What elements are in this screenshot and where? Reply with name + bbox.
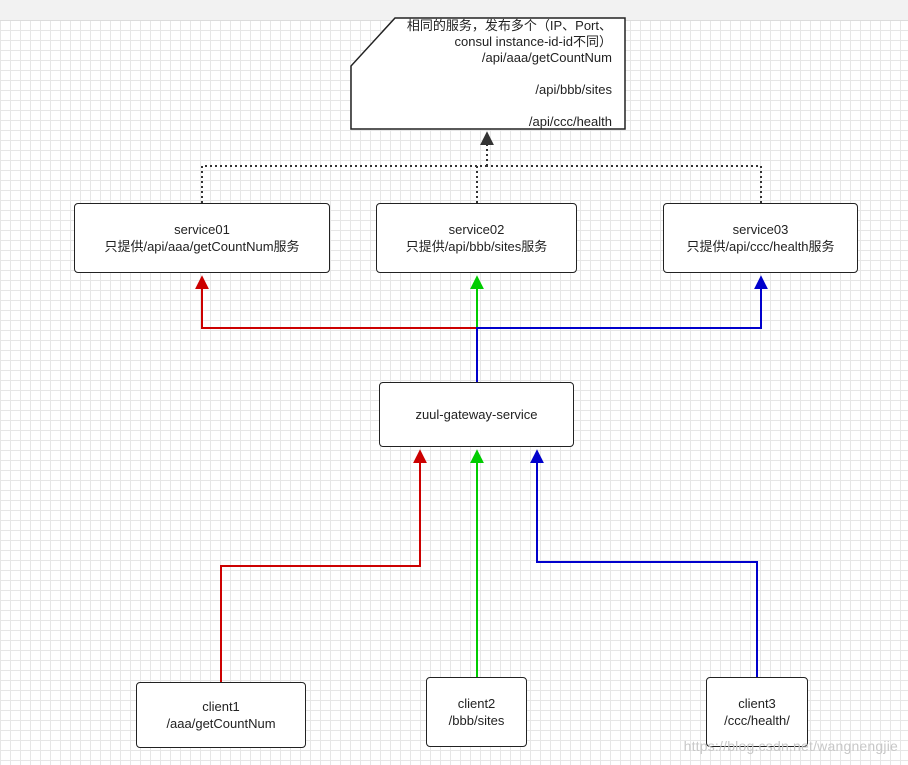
note-line-4: /api/bbb/sites — [535, 82, 612, 97]
service02-desc: 只提供/api/bbb/sites服务 — [405, 239, 548, 254]
service03-desc: 只提供/api/ccc/health服务 — [686, 239, 835, 254]
red-edge-gateway-service01 — [195, 275, 478, 382]
client1-node[interactable]: client1 /aaa/getCountNum — [136, 682, 306, 748]
service01-name: service01 — [174, 222, 230, 237]
note-line-5: /api/ccc/health — [528, 114, 612, 129]
service01-desc: 只提供/api/aaa/getCountNum服务 — [104, 239, 300, 254]
note-line-1: 相同的服务，发布多个（IP、Port、 — [406, 18, 612, 33]
watermark: https://blog.csdn.net/wangnengjie — [683, 738, 898, 754]
service02-node[interactable]: service02 只提供/api/bbb/sites服务 — [376, 203, 577, 273]
client2-name: client2 — [457, 696, 496, 711]
blue-edge-gateway-service03 — [476, 275, 768, 382]
gateway-node[interactable]: zuul-gateway-service — [379, 382, 574, 447]
blue-edge-client3-gateway — [530, 449, 758, 677]
service02-name: service02 — [448, 222, 505, 237]
gateway-name: zuul-gateway-service — [415, 407, 538, 422]
dotted-edge-service03-note — [487, 165, 762, 203]
red-edge-client1-gateway — [220, 449, 427, 682]
client3-name: client3 — [738, 696, 776, 711]
service01-node[interactable]: service01 只提供/api/aaa/getCountNum服务 — [74, 203, 330, 273]
note-line-3: /api/aaa/getCountNum — [481, 50, 612, 65]
client1-name: client1 — [202, 699, 240, 714]
note-text: 相同的服务，发布多个（IP、Port、 consul instance-id-i… — [380, 18, 612, 130]
client3-node[interactable]: client3 /ccc/health/ — [706, 677, 808, 747]
service03-name: service03 — [732, 222, 789, 237]
service03-node[interactable]: service03 只提供/api/ccc/health服务 — [663, 203, 858, 273]
client2-path: /bbb/sites — [448, 713, 505, 728]
note-shape[interactable] — [350, 17, 626, 130]
client2-node[interactable]: client2 /bbb/sites — [426, 677, 527, 747]
client3-path: /ccc/health/ — [724, 713, 790, 728]
client1-path: /aaa/getCountNum — [166, 716, 276, 731]
note-line-2: consul instance-id-id不同） — [454, 34, 612, 49]
dotted-edge-service01-note — [201, 165, 487, 203]
